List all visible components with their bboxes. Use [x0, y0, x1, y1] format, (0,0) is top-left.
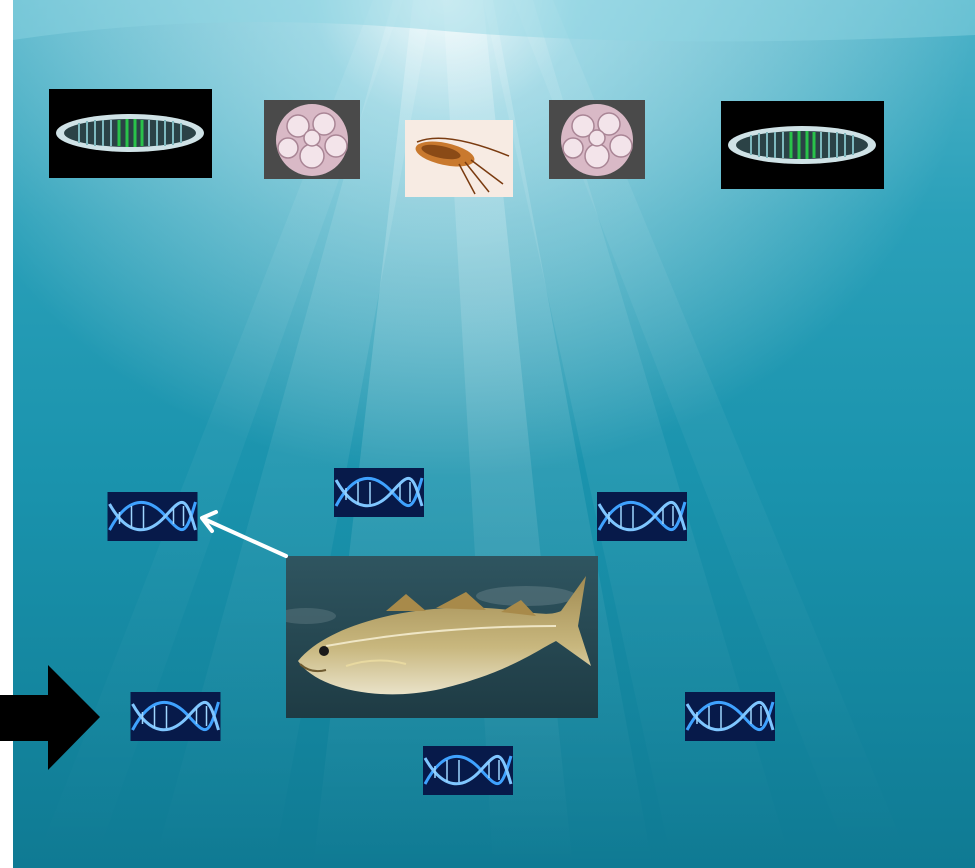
dna-helix-image: [107, 492, 198, 541]
diatom-image: [49, 89, 212, 178]
coccolithophore-image: [549, 100, 645, 179]
coccolithophore-image: [264, 100, 360, 179]
dna-helix-image: [130, 692, 221, 741]
cod-fish-image: [286, 556, 598, 718]
dna-helix-image: [597, 492, 687, 541]
dna-helix-image: [334, 468, 424, 517]
dna-helix-image: [423, 746, 513, 795]
diatom-image: [721, 101, 884, 189]
dna-helix-image: [685, 692, 775, 741]
copepod-image: [405, 120, 513, 197]
black-block-arrow: [0, 665, 100, 770]
